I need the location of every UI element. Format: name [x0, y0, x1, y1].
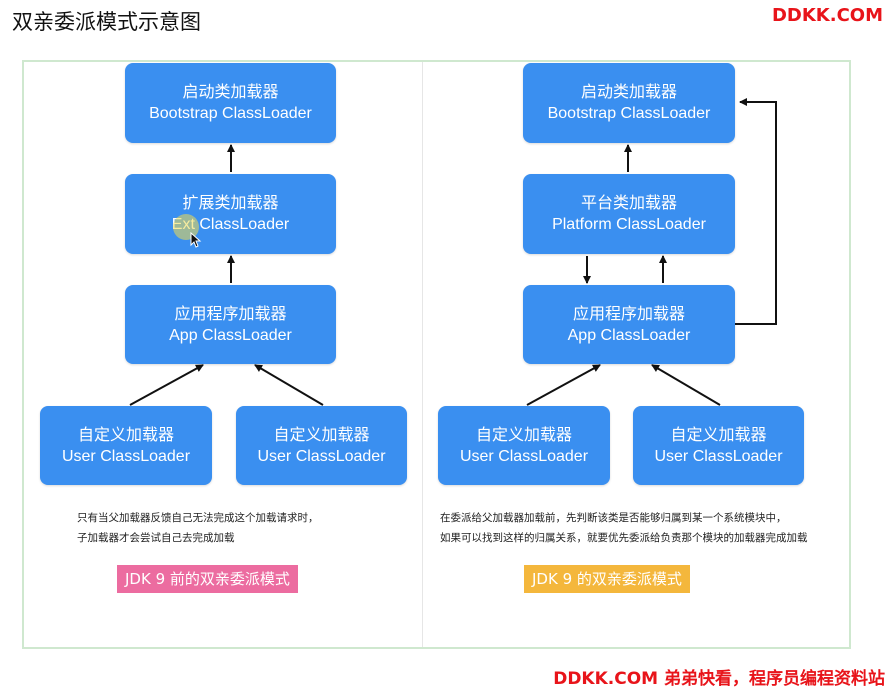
arrow-right-app-to-bootstrap	[735, 98, 777, 325]
arrow-right-user1-to-app	[526, 364, 601, 406]
left-user-classloader-box-1: 自定义加载器 User ClassLoader	[40, 406, 212, 485]
left-description-line-2: 子加载器才会尝试自己去完成加载	[77, 532, 235, 544]
left-description-line-1: 只有当父加载器反馈自己无法完成这个加载请求时，	[77, 512, 319, 524]
right-bootstrap-label-zh: 启动类加载器	[580, 82, 677, 101]
diagram-title: 双亲委派模式示意图	[12, 10, 201, 34]
arrow-left-user1-to-app	[129, 364, 204, 406]
left-ext-label-en: Ext ClassLoader	[171, 216, 290, 233]
left-ext-label-zh: 扩展类加载器	[182, 193, 279, 212]
right-description: 在委派给父加载器加载前，先判断该类是否能够归属到某一个系统模块中， 如果可以找到…	[440, 508, 808, 548]
right-user2-label-zh: 自定义加载器	[670, 424, 767, 444]
right-bootstrap-classloader-box: 启动类加载器 Bootstrap ClassLoader	[523, 63, 735, 143]
left-bootstrap-classloader-box: 启动类加载器 Bootstrap ClassLoader	[125, 63, 336, 143]
brand-logo-top: DDKK.COM	[771, 5, 883, 26]
right-platform-classloader-box: 平台类加载器 Platform ClassLoader	[523, 174, 735, 254]
right-description-line-1: 在委派给父加载器加载前，先判断该类是否能够归属到某一个系统模块中，	[440, 512, 787, 524]
left-bootstrap-label-en: Bootstrap ClassLoader	[149, 105, 312, 122]
left-user-classloader-box-2: 自定义加载器 User ClassLoader	[236, 406, 407, 485]
arrow-right-user2-to-app	[651, 364, 721, 406]
right-user2-label-en: User ClassLoader	[654, 447, 783, 465]
left-app-classloader-box: 应用程序加载器 App ClassLoader	[125, 285, 336, 364]
left-description: 只有当父加载器反馈自己无法完成这个加载请求时， 子加载器才会尝试自己去完成加载	[77, 508, 319, 548]
left-bootstrap-label-zh: 启动类加载器	[182, 82, 279, 101]
right-user-classloader-box-2: 自定义加载器 User ClassLoader	[633, 406, 804, 485]
right-description-line-2: 如果可以找到这样的归属关系，就要优先委派给负责那个模块的加载器完成加载	[440, 532, 808, 544]
left-app-label-zh: 应用程序加载器	[174, 303, 287, 323]
mouse-pointer-icon	[190, 232, 202, 248]
left-user1-label-en: User ClassLoader	[61, 447, 191, 465]
right-app-label-zh: 应用程序加载器	[572, 303, 685, 323]
right-user1-label-zh: 自定义加载器	[475, 424, 572, 444]
right-app-label-en: App ClassLoader	[567, 326, 691, 344]
arrow-left-user2-to-app	[254, 364, 324, 406]
right-platform-label-en: Platform ClassLoader	[552, 216, 706, 233]
panel-divider	[422, 62, 423, 647]
left-ext-classloader-box: 扩展类加载器 Ext ClassLoader	[125, 174, 336, 254]
left-user2-label-zh: 自定义加载器	[273, 424, 370, 444]
right-user1-label-en: User ClassLoader	[459, 447, 589, 465]
right-platform-label-zh: 平台类加载器	[580, 193, 677, 212]
right-bootstrap-label-en: Bootstrap ClassLoader	[547, 105, 711, 122]
brand-footer: DDKK.COM 弟弟快看，程序员编程资料站	[553, 669, 885, 689]
left-user1-label-zh: 自定义加载器	[77, 424, 174, 444]
right-user-classloader-box-1: 自定义加载器 User ClassLoader	[438, 406, 610, 485]
left-app-label-en: App ClassLoader	[169, 326, 292, 344]
right-jdk-label-tag: JDK 9 的双亲委派模式	[524, 565, 690, 593]
diagram-frame	[22, 60, 851, 649]
left-jdk-label-tag: JDK 9 前的双亲委派模式	[117, 565, 298, 593]
right-app-classloader-box: 应用程序加载器 App ClassLoader	[523, 285, 735, 364]
left-user2-label-en: User ClassLoader	[257, 447, 386, 465]
